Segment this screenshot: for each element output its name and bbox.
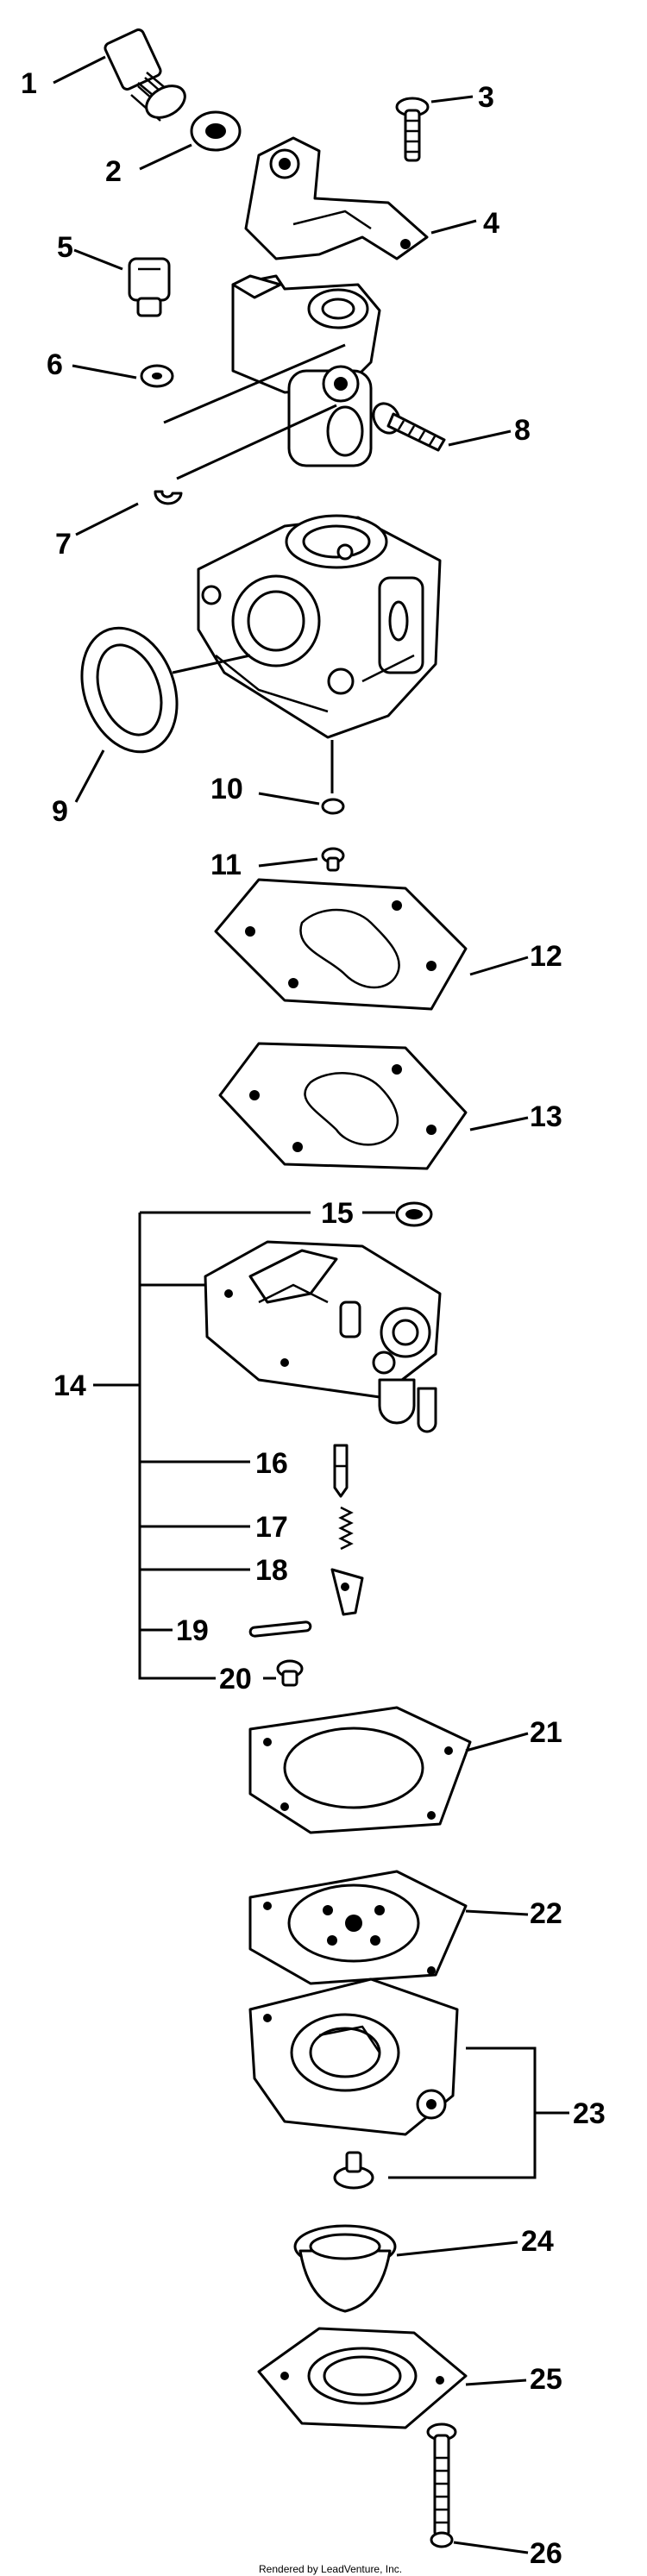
part-18-lever xyxy=(330,1568,364,1616)
part-17-spring xyxy=(338,1506,354,1551)
label-part-12: 12 xyxy=(530,940,562,973)
part-1-adjuster-screw xyxy=(53,28,186,122)
label-part-10: 10 xyxy=(210,773,243,805)
label-part-13: 13 xyxy=(530,1100,562,1133)
part-14-group-bracket xyxy=(93,1211,311,1680)
label-part-21: 21 xyxy=(530,1716,562,1749)
part-12-gasket xyxy=(214,878,529,1011)
label-part-9: 9 xyxy=(52,795,68,828)
part-4-bracket xyxy=(244,136,477,260)
part-20-screw xyxy=(263,1659,304,1687)
part-8-screw xyxy=(372,402,512,452)
label-part-5: 5 xyxy=(57,231,73,264)
label-part-2: 2 xyxy=(105,155,122,188)
label-part-19: 19 xyxy=(176,1614,209,1647)
carburetor-main-body xyxy=(197,514,442,793)
label-part-7: 7 xyxy=(55,528,72,561)
part-5-adjuster xyxy=(73,248,171,317)
label-part-23: 23 xyxy=(573,2097,606,2130)
part-15-filter-screen xyxy=(362,1201,433,1227)
label-part-22: 22 xyxy=(530,1897,562,1930)
part-25-primer-plate xyxy=(257,2327,527,2429)
part-7-e-clip xyxy=(75,490,183,536)
label-part-20: 20 xyxy=(219,1663,252,1695)
part-26-long-screw xyxy=(426,2422,529,2554)
part-22-diaphragm xyxy=(248,1870,529,1985)
part-21-gasket xyxy=(248,1706,529,1834)
part-6-washer xyxy=(72,364,174,388)
label-part-1: 1 xyxy=(21,67,37,100)
label-part-4: 4 xyxy=(483,207,499,240)
label-part-3: 3 xyxy=(478,81,494,114)
label-part-17: 17 xyxy=(255,1511,288,1544)
label-part-26: 26 xyxy=(530,2537,562,2570)
part-24-primer-bulb xyxy=(293,2224,518,2313)
part-10-o-ring xyxy=(258,792,345,815)
part-19-pin xyxy=(248,1620,312,1638)
label-part-14: 14 xyxy=(53,1369,86,1402)
part-3-screw xyxy=(395,95,474,162)
label-part-11: 11 xyxy=(210,849,242,881)
label-part-6: 6 xyxy=(47,348,63,381)
footer-credit: Rendered by LeadVenture, Inc. xyxy=(259,2563,402,2575)
part-14-metering-body xyxy=(204,1240,442,1433)
part-13-diaphragm xyxy=(218,1042,529,1170)
part-11-small-screw xyxy=(258,847,345,872)
part-16-needle xyxy=(333,1444,349,1498)
part-23-pump-body xyxy=(248,1977,569,2190)
label-part-25: 25 xyxy=(530,2363,562,2396)
throttle-body xyxy=(163,274,381,480)
label-part-8: 8 xyxy=(514,414,531,447)
part-9-seal-ring xyxy=(74,626,251,803)
label-part-15: 15 xyxy=(321,1197,354,1230)
part-2-nut xyxy=(139,110,242,171)
label-part-24: 24 xyxy=(521,2225,554,2258)
label-part-18: 18 xyxy=(255,1554,288,1587)
label-part-16: 16 xyxy=(255,1447,288,1480)
